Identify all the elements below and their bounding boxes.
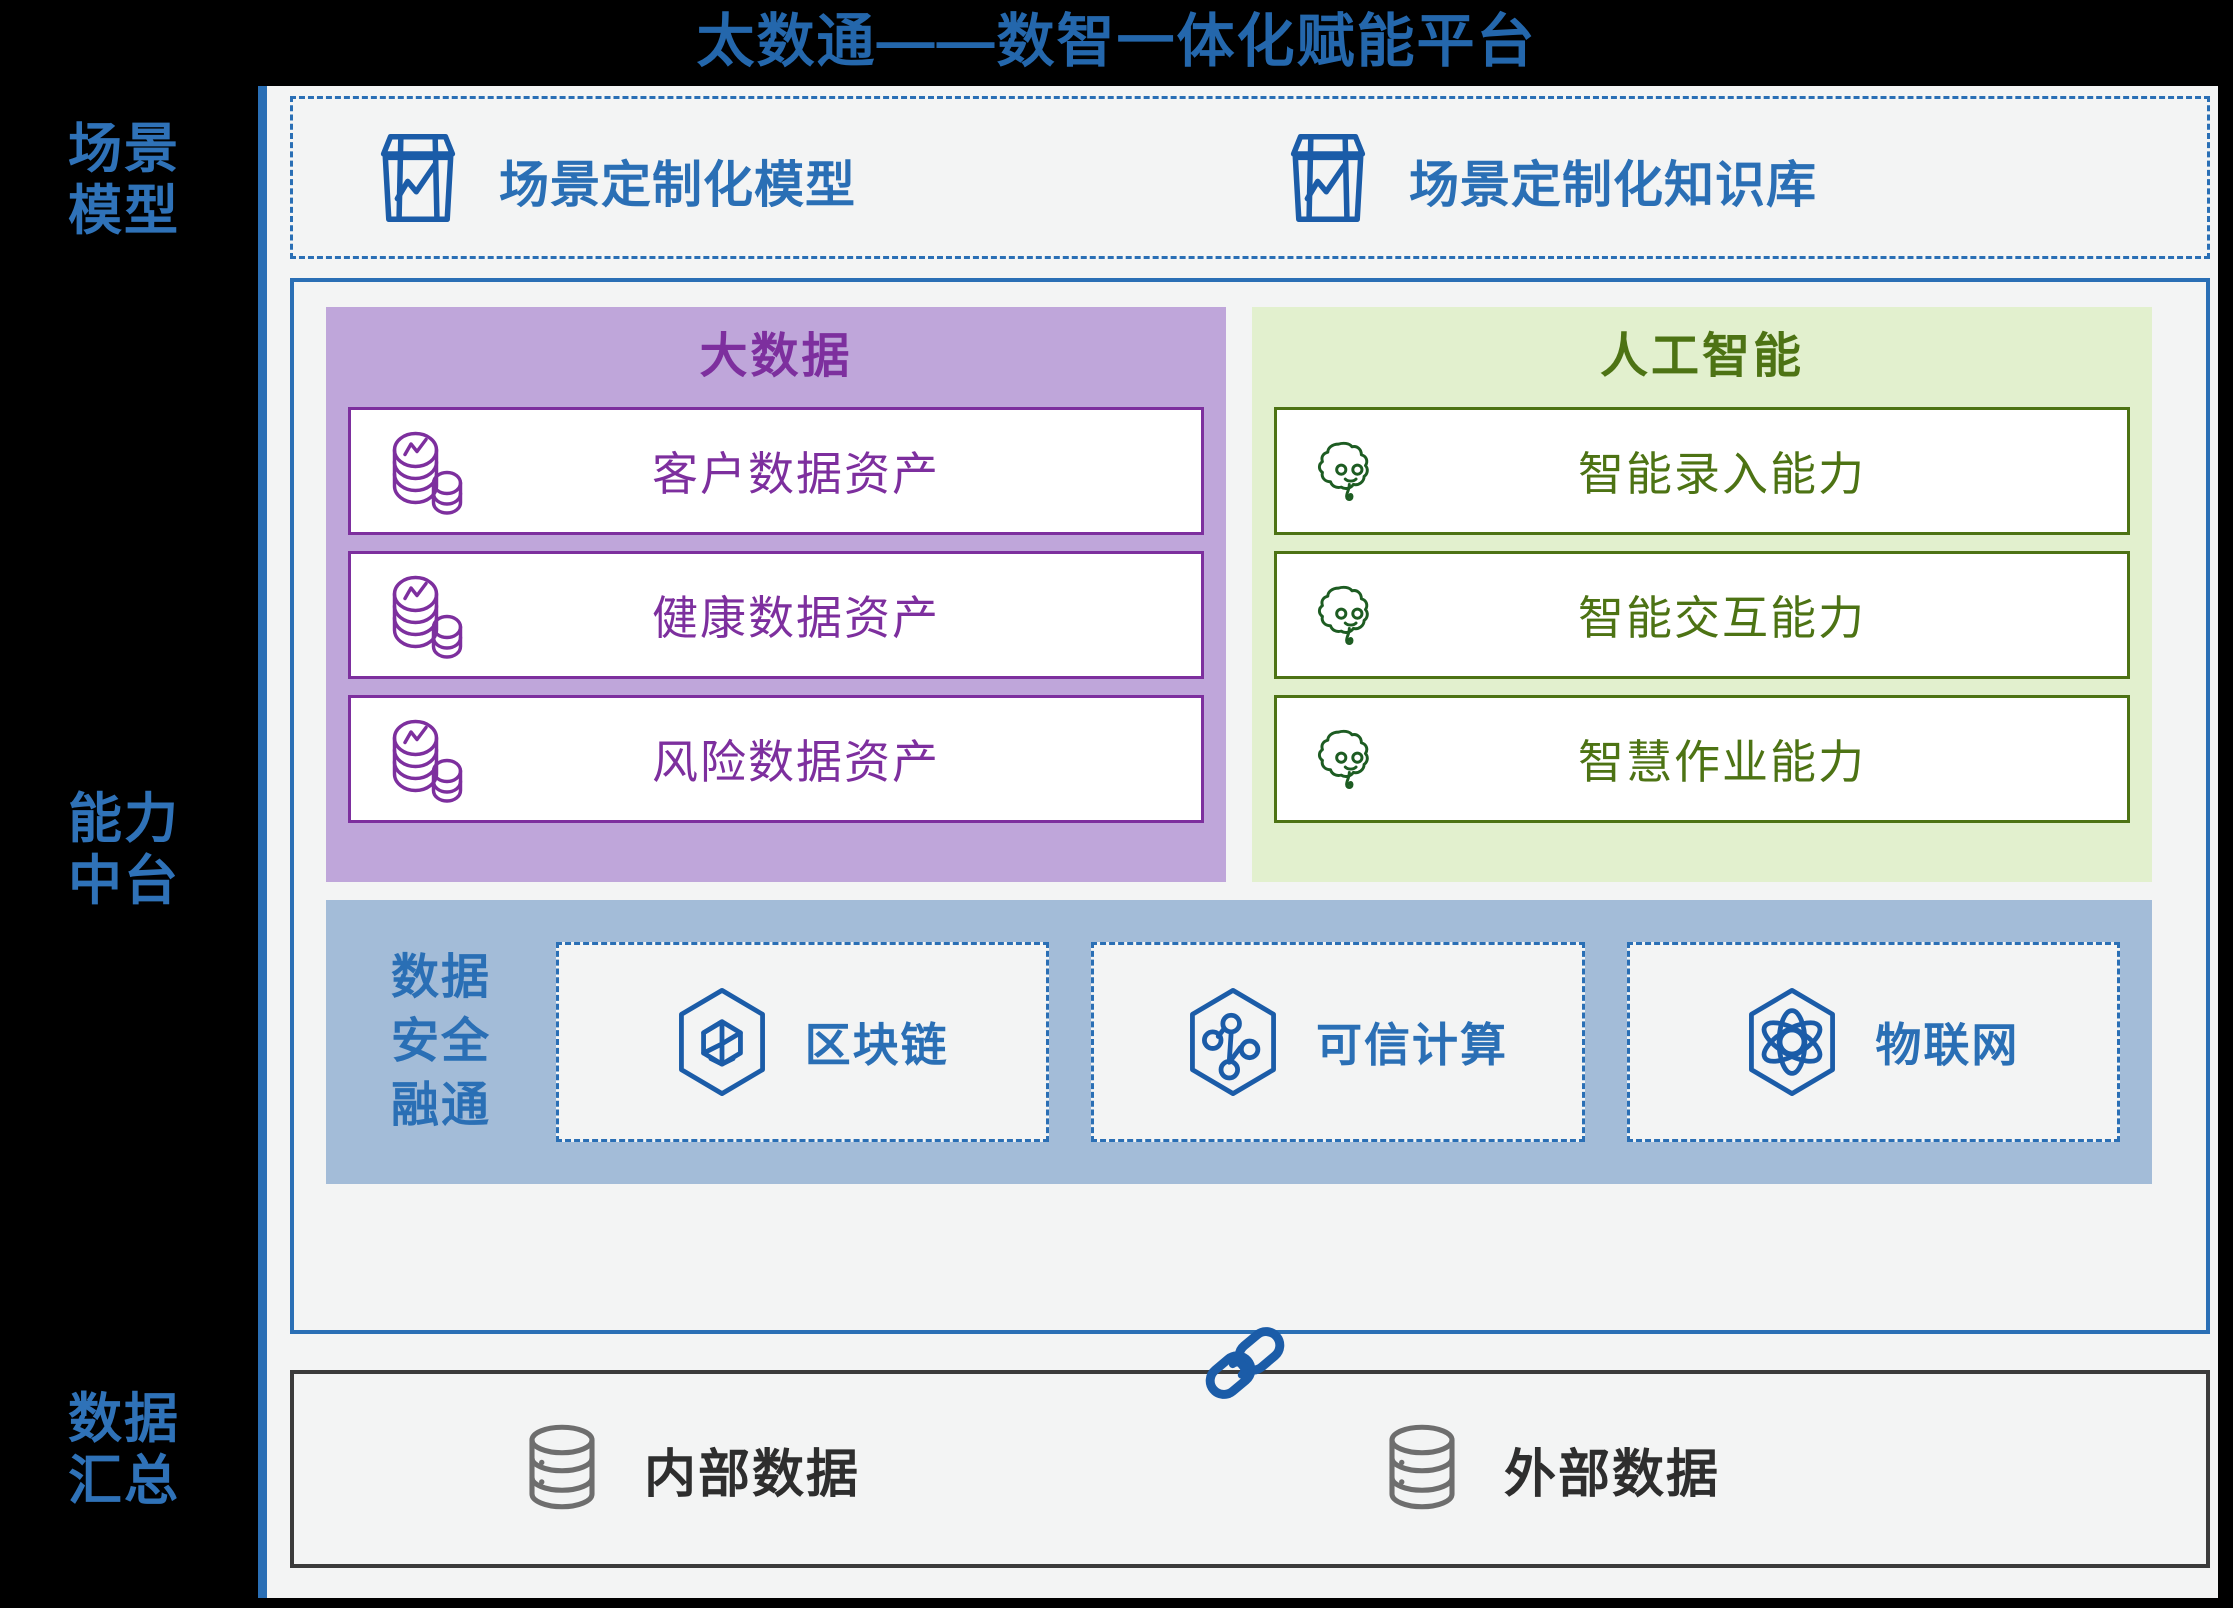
security-label-line1: 数据 <box>390 951 491 1004</box>
coin-stack-chart-icon <box>351 423 501 519</box>
rail-scene-line1: 场景 <box>68 119 180 179</box>
ai-block: 人工智能 智能录入能力 <box>1252 307 2152 882</box>
brain-icon <box>1277 716 1427 802</box>
bigdata-card[interactable]: 客户数据资产 <box>348 407 1204 535</box>
scene-model-item-label: 场景定制化知识库 <box>1409 156 1817 213</box>
rail-label-data-summary: 数据 汇总 <box>36 1388 212 1512</box>
brain-icon <box>1277 428 1427 514</box>
chart-box-icon <box>363 123 473 238</box>
rail-ability-line2: 中台 <box>68 851 180 911</box>
chart-box-icon <box>1273 123 1383 238</box>
ai-card[interactable]: 智慧作业能力 <box>1274 695 2130 823</box>
ai-title: 人工智能 <box>1599 330 1804 383</box>
data-security-band: 数据 安全 融通 区块链 <box>326 900 2152 1184</box>
hexagon-blocks-icon <box>657 983 787 1101</box>
bigdata-block: 大数据 客户数据资产 <box>326 307 1226 882</box>
security-label-line2: 安全 <box>390 1015 491 1068</box>
rail-data-line1: 数据 <box>68 1389 180 1449</box>
coin-stack-chart-icon <box>351 567 501 663</box>
ability-center-panel: 大数据 客户数据资产 <box>290 278 2210 1334</box>
security-card-label: 物联网 <box>1875 1019 2020 1071</box>
security-card-label: 区块链 <box>804 1019 949 1071</box>
bigdata-card-label: 客户数据资产 <box>652 448 940 500</box>
security-label-line3: 融通 <box>390 1079 491 1132</box>
scene-model-panel: 场景定制化模型 场景定制化知识库 <box>290 96 2210 259</box>
data-security-label: 数据 安全 融通 <box>326 946 556 1138</box>
ai-card-label: 智能交互能力 <box>1578 592 1866 644</box>
ai-card-label: 智慧作业能力 <box>1578 736 1866 788</box>
data-summary-item[interactable]: 外部数据 <box>1374 1374 1720 1564</box>
rail-ability-line1: 能力 <box>68 789 180 849</box>
rail-label-ability-center: 能力 中台 <box>36 788 212 912</box>
security-card[interactable]: 物联网 <box>1626 942 2120 1142</box>
bigdata-card-label: 健康数据资产 <box>652 592 940 644</box>
security-card-label: 可信计算 <box>1315 1019 1508 1071</box>
data-summary-item-label: 内部数据 <box>644 1445 861 1504</box>
page-title: 太数通——数智一体化赋能平台 <box>696 9 1537 74</box>
ai-card[interactable]: 智能交互能力 <box>1274 551 2130 679</box>
scene-model-item[interactable]: 场景定制化模型 <box>363 99 856 262</box>
rail-scene-line2: 模型 <box>68 181 180 241</box>
security-card[interactable]: 区块链 <box>556 942 1050 1142</box>
bigdata-card[interactable]: 健康数据资产 <box>348 551 1204 679</box>
brain-icon <box>1277 572 1427 658</box>
chain-link-icon <box>1190 1308 1300 1418</box>
scene-model-item[interactable]: 场景定制化知识库 <box>1273 99 1817 262</box>
coin-stack-chart-icon <box>351 711 501 807</box>
bigdata-card-label: 风险数据资产 <box>652 736 940 788</box>
rail-data-line2: 汇总 <box>68 1451 180 1511</box>
security-card-list: 区块链 可信计算 <box>556 942 2152 1142</box>
data-summary-item-label: 外部数据 <box>1504 1445 1721 1504</box>
database-icon <box>1374 1419 1470 1520</box>
data-summary-item[interactable]: 内部数据 <box>514 1374 860 1564</box>
data-summary-panel: 内部数据 外部数据 <box>290 1370 2210 1568</box>
hexagon-nodes-icon <box>1168 983 1298 1101</box>
ai-card[interactable]: 智能录入能力 <box>1274 407 2130 535</box>
bigdata-card[interactable]: 风险数据资产 <box>348 695 1204 823</box>
hexagon-atom-icon <box>1727 983 1857 1101</box>
database-icon <box>514 1419 610 1520</box>
security-card[interactable]: 可信计算 <box>1091 942 1585 1142</box>
rail-label-scene-model: 场景 模型 <box>36 118 212 242</box>
scene-model-item-label: 场景定制化模型 <box>499 156 856 213</box>
ai-card-label: 智能录入能力 <box>1578 448 1866 500</box>
bigdata-title: 大数据 <box>699 330 853 383</box>
